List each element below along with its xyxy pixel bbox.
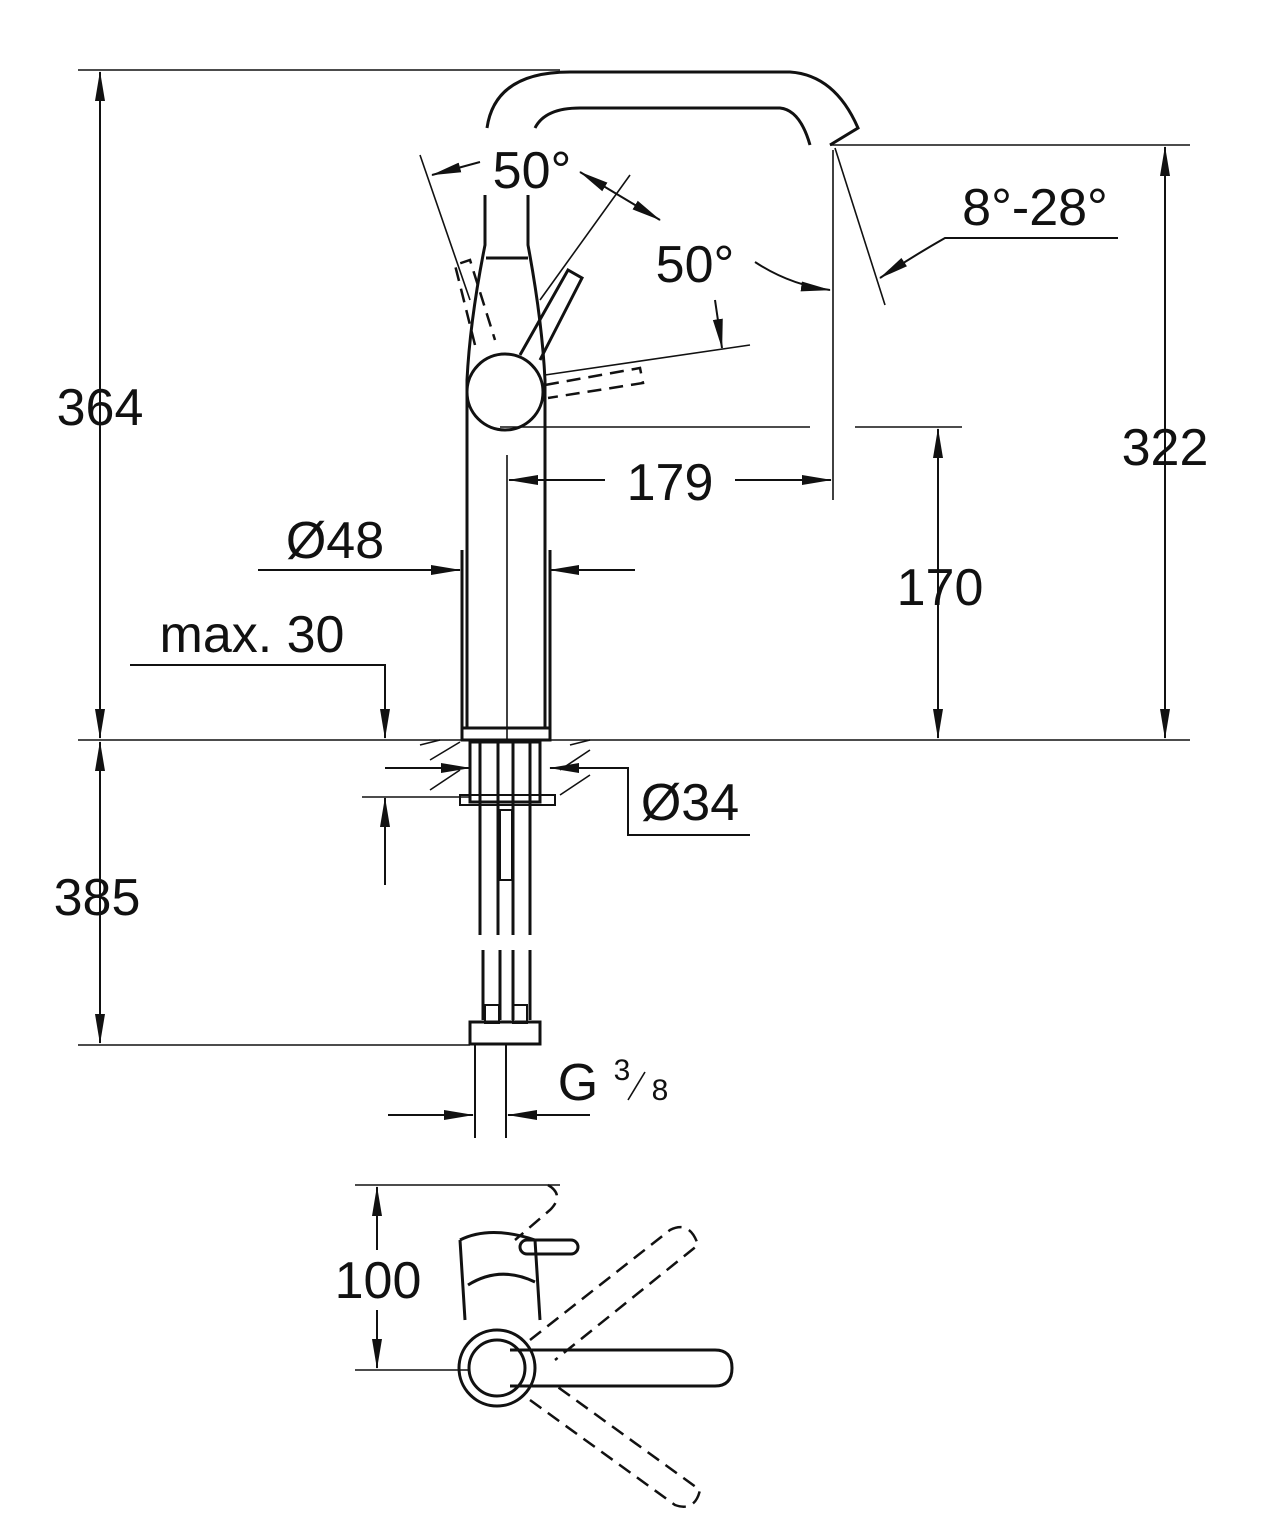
body-diameter-label: Ø48 xyxy=(286,512,384,570)
spout-height-label: 322 xyxy=(1122,419,1209,477)
max-deck-thickness-label: max. 30 xyxy=(160,606,345,664)
faucet-side-view xyxy=(453,70,860,742)
deck-and-hoses xyxy=(419,739,591,1138)
plan-depth-label: 100 xyxy=(335,1252,422,1310)
spout-reach-label: 179 xyxy=(627,454,714,512)
faucet-plan-view xyxy=(457,1183,734,1508)
dimension-arrows xyxy=(95,71,1170,1371)
lever-angle-side-label: 50° xyxy=(656,236,735,294)
reference-lines xyxy=(78,69,1190,1046)
total-height-label: 364 xyxy=(57,379,144,437)
lever-height-label: 170 xyxy=(897,559,984,617)
hole-diameter-label: Ø34 xyxy=(641,774,739,832)
thread-denominator: 8 xyxy=(652,1074,669,1107)
thread-label: G xyxy=(558,1054,598,1112)
hose-length-label: 385 xyxy=(54,869,141,927)
thread-numerator: 3 xyxy=(614,1054,631,1087)
lever-angle-top-label: 50° xyxy=(493,142,572,200)
spout-angle-label: 8°-28° xyxy=(962,179,1108,237)
